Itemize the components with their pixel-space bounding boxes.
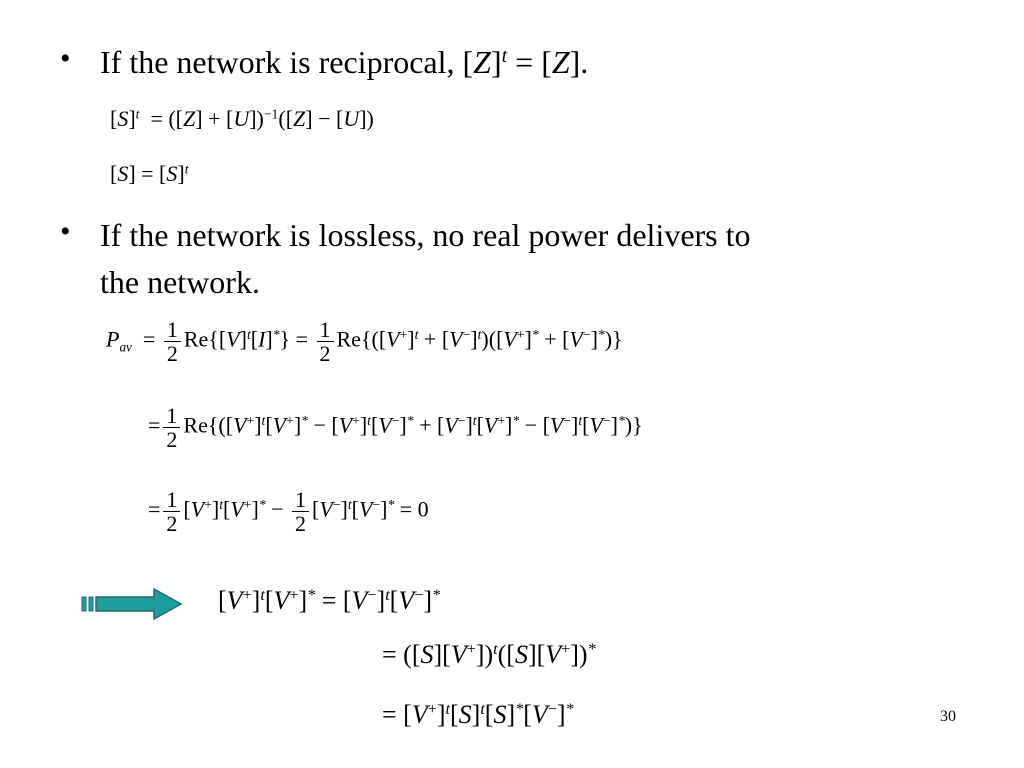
bullet-2-line-2: the network. [100,264,260,300]
right-arrow-icon [81,587,183,621]
equation-vplus-vminus: [V+]t[V+]* = [V−]t[V−]* [218,586,441,615]
bullet-1-z1: Z [473,44,491,80]
equation-s-transpose: [S]t = ([Z] + [U])−1([Z] − [U]) [110,106,374,131]
bullet-1-z2: Z [551,44,570,80]
equation-s-symmetric: [S] = [S]t [110,161,189,186]
bullet-1-post: ]. [569,44,589,80]
bullet-1-mid2: = [ [507,44,552,80]
bullet-1-dot: • [60,42,71,75]
bullet-1-text: If the network is reciprocal, [Z]t = [Z]… [100,42,588,82]
equation-s-expanded: = [V+]t[S]t[S]*[V−]* [382,700,574,729]
page-number: 30 [940,708,956,725]
bullet-1-t: t [501,45,508,68]
bullet-1-pre: If the network is reciprocal, [ [100,44,474,80]
equation-s-vplus: = ([S][V+])t([S][V+])* [382,640,596,669]
bullet-1-mid1: ] [490,44,502,80]
bullet-2-dot: • [60,215,71,248]
bullet-2-line-1: If the network is lossless, no real powe… [100,217,751,253]
